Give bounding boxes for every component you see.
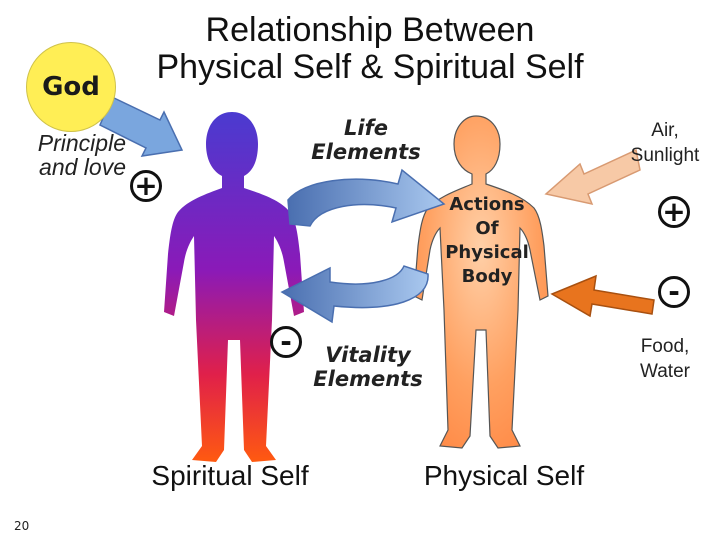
food-line-2: Water [640,361,690,382]
actions-line-3: Physical [445,242,529,263]
air-line-1: Air, [651,120,679,141]
life-elements-arrow [287,168,446,227]
life-elements-label: Life Elements [286,116,446,164]
god-arrow [99,95,184,157]
title-line-2: Physical Self & Spiritual Self [156,48,584,86]
air-plus-sign: + [658,196,690,228]
principle-plus-sign: + [130,170,162,202]
vitality-elements-line-2: Elements [313,367,423,391]
food-line-1: Food, [640,336,690,357]
god-label: God [42,72,100,102]
spiritual-figure [164,112,304,462]
vitality-elements-label: Vitality Elements [298,343,438,391]
vitality-elements-arrow [280,265,429,324]
life-elements-line-2: Elements [311,140,421,164]
actions-line-2: Of [475,218,499,239]
spiritual-self-label: Spiritual Self [151,460,309,491]
actions-label: Actions Of Physical Body [432,193,542,289]
physical-self-label: Physical Self [423,460,585,491]
page-number: 20 [14,519,30,533]
principle-line-2: and love [39,154,126,180]
title-line-1: Relationship Between [205,11,535,49]
vitality-elements-line-1: Vitality [325,343,411,367]
air-plus-symbol: + [662,195,686,228]
vitality-minus-symbol: - [280,325,292,358]
food-water-label: Food, Water [612,334,718,384]
page-title: Relationship Between Physical Self & Spi… [130,12,610,86]
actions-line-1: Actions [449,194,525,215]
physical-figure [413,115,549,449]
food-arrow [550,274,655,318]
actions-line-4: Body [461,266,513,287]
principle-label: Principle and love [6,131,126,179]
air-sunlight-label: Air, Sunlight [612,118,718,168]
principle-line-1: Principle [37,130,126,156]
life-elements-line-1: Life [344,116,388,140]
air-arrow [544,148,641,206]
air-line-2: Sunlight [630,145,700,166]
food-minus-sign: - [658,276,690,308]
principle-plus-symbol: + [134,169,158,202]
food-minus-symbol: - [668,275,680,308]
god-circle: God [26,42,116,132]
vitality-minus-sign: - [270,326,302,358]
